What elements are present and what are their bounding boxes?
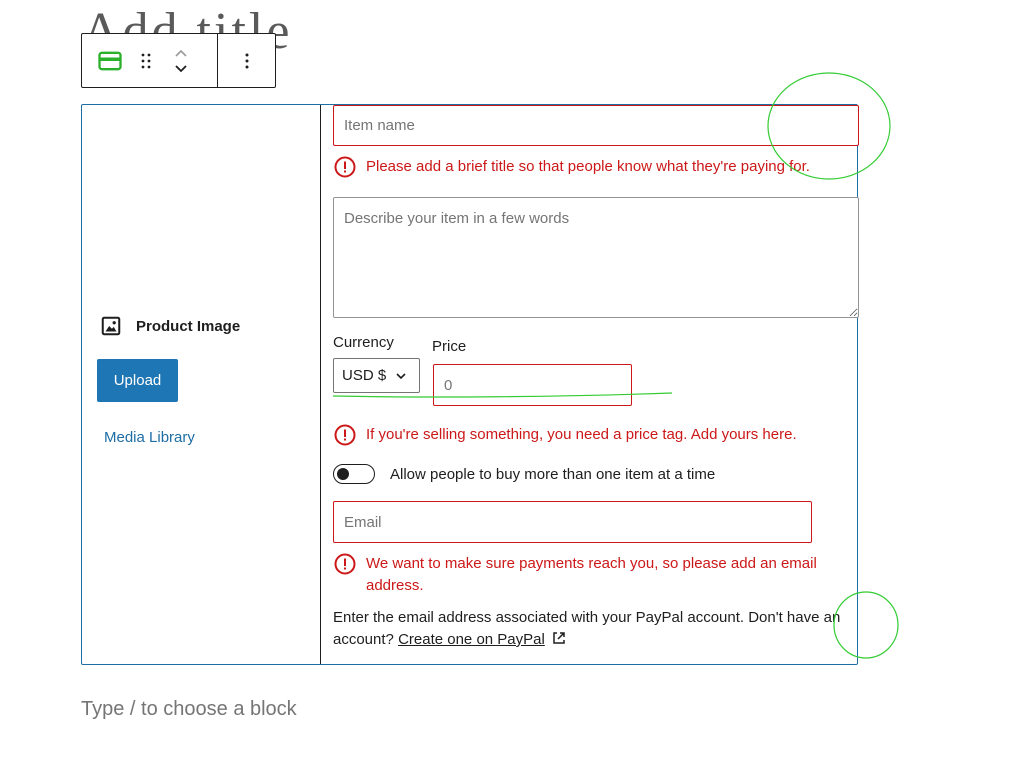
paypal-payment-block: Product Image Upload Media Library Pleas… [81,104,859,665]
price-error: If you're selling something, you need a … [334,424,797,446]
multiple-items-label: Allow people to buy more than one item a… [390,465,716,483]
block-toolbar [81,33,276,88]
drag-handle-button[interactable] [124,49,158,73]
currency-select[interactable]: USD $ [333,358,420,393]
media-library-button[interactable]: Media Library [104,429,195,446]
block-type-button[interactable] [96,47,124,75]
upload-button[interactable]: Upload [97,359,178,402]
toggle-knob [337,467,349,480]
product-image-panel: Product Image Upload Media Library [82,105,321,664]
toolbar-options-group [218,34,275,87]
more-vertical-icon [245,53,248,68]
chevron-down-icon[interactable] [172,61,190,77]
price-input[interactable] [433,364,632,406]
payment-card-icon [98,51,122,70]
item-name-input[interactable] [333,105,859,146]
error-icon [334,424,356,446]
chevron-up-icon[interactable] [172,45,190,61]
currency-value: USD $ [342,367,387,384]
multiple-items-toggle[interactable] [333,464,375,484]
drag-handle-icon [141,53,151,68]
help-text-prefix: Enter the email address associated with … [333,609,841,648]
price-label: Price [432,338,467,355]
error-icon [334,553,356,575]
external-link-icon [553,632,565,644]
currency-label: Currency [333,334,394,351]
block-appender[interactable]: Type / to choose a block [81,698,297,720]
image-icon [101,316,121,336]
item-description-input[interactable] [333,197,859,318]
item-name-error: Please add a brief title so that people … [334,156,810,178]
error-icon [334,156,356,178]
price-error-text: If you're selling something, you need a … [366,426,797,443]
create-paypal-link[interactable]: Create one on PayPal [398,631,545,648]
item-name-error-text: Please add a brief title so that people … [366,158,810,175]
email-error: We want to make sure payments reach you,… [334,553,864,597]
paypal-help-text: Enter the email address associated with … [333,607,863,651]
toolbar-main-group [82,34,218,87]
product-image-heading: Product Image [100,315,240,337]
email-error-text: We want to make sure payments reach you,… [366,555,817,594]
email-input[interactable] [333,501,812,543]
multiple-items-toggle-row: Allow people to buy more than one item a… [333,464,715,484]
product-details-panel: Please add a brief title so that people … [321,105,859,664]
block-mover [172,45,190,77]
chevron-down-icon [396,372,406,379]
product-image-label: Product Image [136,317,241,335]
block-options-button[interactable] [235,49,259,73]
